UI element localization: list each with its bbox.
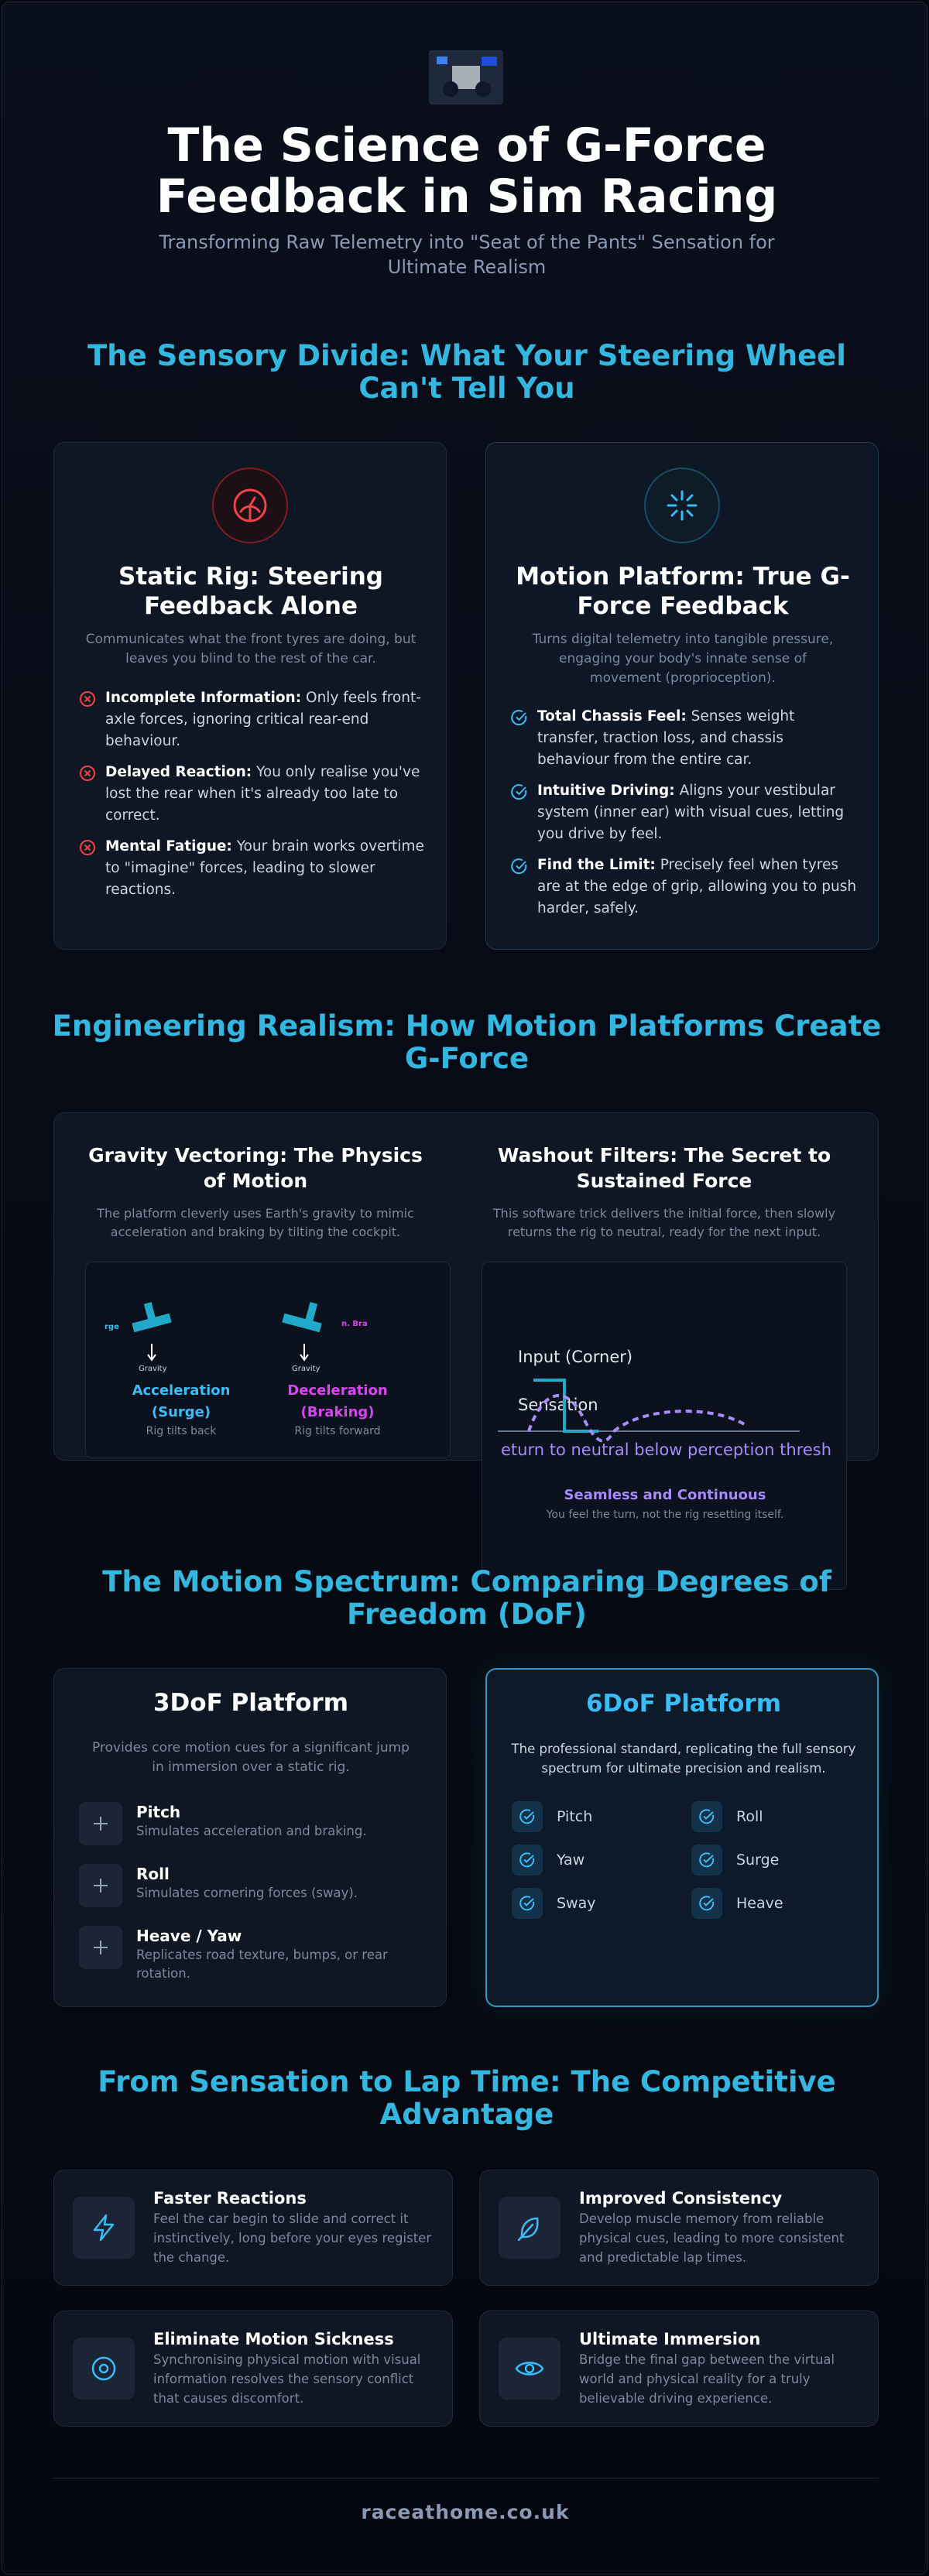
check-badge-icon xyxy=(512,1845,543,1875)
check-badge-icon xyxy=(691,1888,722,1919)
gauge-icon xyxy=(212,468,288,543)
6dof-item: Yaw xyxy=(512,1845,691,1875)
check-circle-icon xyxy=(511,858,528,920)
x-circle-icon xyxy=(79,690,96,752)
washout-caption-sub: You feel the turn, not the rig resetting… xyxy=(546,1509,784,1521)
brake-force-label: n. Bra xyxy=(341,1320,368,1328)
advantage-card: Ultimate Immersion Bridge the final gap … xyxy=(479,2311,879,2427)
check-badge-icon xyxy=(691,1801,722,1832)
advantage-card: Improved Consistency Develop muscle memo… xyxy=(479,2170,879,2286)
gravity-label-left: Gravity xyxy=(139,1365,167,1373)
section-title-engineering: Engineering Realism: How Motion Platform… xyxy=(52,1009,882,1075)
gravity-label-right: Gravity xyxy=(292,1365,321,1373)
6dof-item: Heave xyxy=(691,1888,846,1919)
check-badge-icon xyxy=(512,1888,543,1919)
3dof-card: 3DoF Platform Provides core motion cues … xyxy=(53,1668,447,2007)
gravity-arrow-icon xyxy=(300,1344,309,1362)
motion-platform-card: Motion Platform: True G-Force Feedback T… xyxy=(485,442,879,950)
page-subtitle: Transforming Raw Telemetry into "Seat of… xyxy=(159,231,775,278)
return-label: eturn to neutral below perception thresh xyxy=(501,1440,832,1459)
hero-image xyxy=(429,50,503,104)
section-title-sensory: The Sensory Divide: What Your Steering W… xyxy=(87,339,846,405)
x-circle-icon xyxy=(79,839,96,901)
sparkle-icon xyxy=(644,468,720,543)
washout-curve xyxy=(612,1410,747,1433)
motion-bullet: Total Chassis Feel: Senses weight transf… xyxy=(511,706,859,771)
check-circle-icon xyxy=(511,783,528,845)
gravity-diagram: rge n. Bra Gravity Gravity Acceleration … xyxy=(85,1262,451,1458)
input-label: Input (Corner) xyxy=(518,1348,633,1366)
advantage-desc: Develop muscle memory from reliable phys… xyxy=(579,2211,845,2265)
plus-icon xyxy=(79,1864,122,1907)
tilt-back-rig xyxy=(132,1302,172,1333)
plus-icon xyxy=(79,1802,122,1845)
lightning-icon xyxy=(73,2197,135,2259)
6dof-item: Sway xyxy=(512,1888,691,1919)
3dof-desc: Provides core motion cues for a signific… xyxy=(92,1740,410,1775)
plus-icon xyxy=(79,1926,122,1969)
motion-platform-desc: Turns digital telemetry into tangible pr… xyxy=(532,632,834,686)
sensation-label: Sensation xyxy=(518,1396,598,1414)
washout-diagram: Input (Corner) Sensation eturn to neutra… xyxy=(482,1262,847,1590)
check-circle-icon xyxy=(511,709,528,771)
footer-site[interactable]: raceathome.co.uk xyxy=(361,2501,570,2523)
advantage-desc: Synchronising physical motion with visua… xyxy=(153,2352,421,2406)
static-bullet: Delayed Reaction: You only realise you'v… xyxy=(79,762,427,827)
advantage-title: Ultimate Immersion xyxy=(579,2330,761,2348)
advantage-card: Eliminate Motion Sickness Synchronising … xyxy=(53,2311,453,2427)
x-circle-icon xyxy=(79,765,96,827)
static-rig-desc: Communicates what the front tyres are do… xyxy=(85,632,417,666)
advantage-title: Faster Reactions xyxy=(153,2189,307,2208)
eye-icon xyxy=(499,2338,560,2400)
deceleration-sub: Rig tilts forward xyxy=(294,1425,381,1437)
motion-bullet: Find the Limit: Precisely feel when tyre… xyxy=(511,855,859,920)
advantage-title: Improved Consistency xyxy=(579,2189,783,2208)
acceleration-sub: Rig tilts back xyxy=(146,1425,217,1437)
static-bullet: Mental Fatigue: Your brain works overtim… xyxy=(79,836,427,901)
deceleration-label: Deceleration (Braking) xyxy=(287,1382,388,1420)
static-bullet: Incomplete Information: Only feels front… xyxy=(79,687,427,752)
washout-desc: This software trick delivers the initial… xyxy=(492,1206,836,1239)
gravity-title: Gravity Vectoring: The Physics of Motion xyxy=(88,1144,423,1192)
surge-force-label: rge xyxy=(105,1323,119,1331)
feather-icon xyxy=(499,2197,560,2259)
6dof-item: Roll xyxy=(691,1801,846,1832)
6dof-card: 6DoF Platform The professional standard,… xyxy=(485,1668,879,2007)
advantage-card: Faster Reactions Feel the car begin to s… xyxy=(53,2170,453,2286)
advantage-desc: Feel the car begin to slide and correct … xyxy=(153,2211,432,2265)
check-badge-icon xyxy=(691,1845,722,1875)
motion-platform-title: Motion Platform: True G-Force Feedback xyxy=(516,563,850,620)
sensation-curve xyxy=(527,1394,615,1443)
gravity-arrow-icon xyxy=(147,1344,156,1362)
page-title: The Science of G-Force Feedback in Sim R… xyxy=(156,118,778,224)
section-title-advantage: From Sensation to Lap Time: The Competit… xyxy=(98,2065,836,2131)
3dof-title: 3DoF Platform xyxy=(153,1689,349,1717)
gravity-desc: The platform cleverly uses Earth's gravi… xyxy=(97,1206,414,1239)
washout-caption-title: Seamless and Continuous xyxy=(564,1487,766,1503)
static-rig-card: Static Rig: Steering Feedback Alone Comm… xyxy=(53,442,447,950)
advantage-desc: Bridge the final gap between the virtual… xyxy=(579,2352,835,2406)
6dof-item: Pitch xyxy=(512,1801,691,1832)
6dof-title: 6DoF Platform xyxy=(585,1690,782,1718)
target-icon xyxy=(73,2338,135,2400)
motion-bullet: Intuitive Driving: Aligns your vestibula… xyxy=(511,780,859,845)
advantage-title: Eliminate Motion Sickness xyxy=(153,2330,394,2348)
input-curve xyxy=(533,1379,598,1433)
tilt-forward-rig xyxy=(282,1302,322,1333)
washout-title: Washout Filters: The Secret to Sustained… xyxy=(497,1144,831,1192)
section-title-spectrum: The Motion Spectrum: Comparing Degrees o… xyxy=(102,1565,831,1631)
6dof-item: Surge xyxy=(691,1845,846,1875)
6dof-desc: The professional standard, replicating t… xyxy=(511,1742,856,1776)
check-badge-icon xyxy=(512,1801,543,1832)
acceleration-label: Acceleration (Surge) xyxy=(132,1382,231,1420)
engineering-card: Gravity Vectoring: The Physics of Motion… xyxy=(53,1112,879,1590)
static-rig-title: Static Rig: Steering Feedback Alone xyxy=(118,563,383,620)
